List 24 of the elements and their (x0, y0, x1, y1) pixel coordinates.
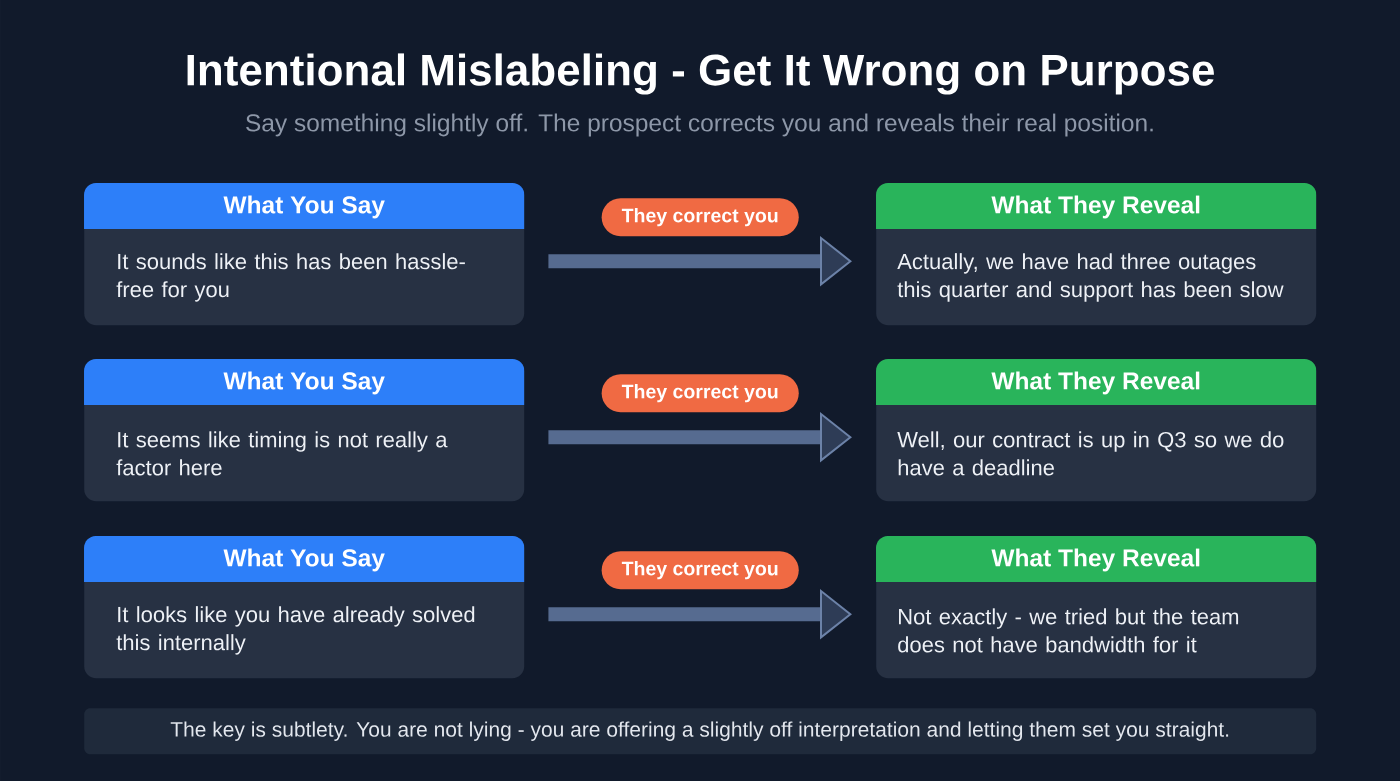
title: Intentional Mislabeling - Get It Wrong on Purpose (187, 53, 1214, 95)
card-text: Actually, we have had three outages this quarter and support has been slow (897, 253, 1284, 302)
card (84, 183, 525, 326)
note-band: The key is subtlety. You are not lying - you are offering a slightly off interpretation and letting them set you straight. (84, 708, 1317, 755)
subtitle: Say something slightly off. The prospect corrects you and reveals their real position. (246, 113, 1153, 137)
card-text: Not exactly - we tried but the team does not have bandwidth for it (898, 608, 1239, 653)
card-text: Well, our contract is up in Q3 so we do have a deadline (897, 431, 1284, 476)
card (84, 536, 525, 679)
card (876, 183, 1317, 326)
card-header: What They Reveal (876, 183, 1317, 229)
card-header: What You Say (84, 359, 525, 405)
edge-label: They correct you (601, 198, 799, 237)
card-text: It seems like timing is not really a factor here (116, 431, 448, 476)
card-header: What They Reveal (876, 536, 1317, 582)
edge-label: They correct you (601, 374, 799, 413)
card-text: It looks like you have already solved this internally (116, 606, 475, 655)
card-header: What You Say (84, 183, 525, 229)
card (876, 359, 1317, 502)
card-text: It sounds like this has been hassle-free for you (116, 253, 465, 302)
edge-label: They correct you (601, 551, 799, 590)
card (876, 536, 1317, 679)
card-header: What You Say (84, 536, 525, 582)
card (84, 359, 525, 502)
card-header: What They Reveal (876, 359, 1317, 405)
